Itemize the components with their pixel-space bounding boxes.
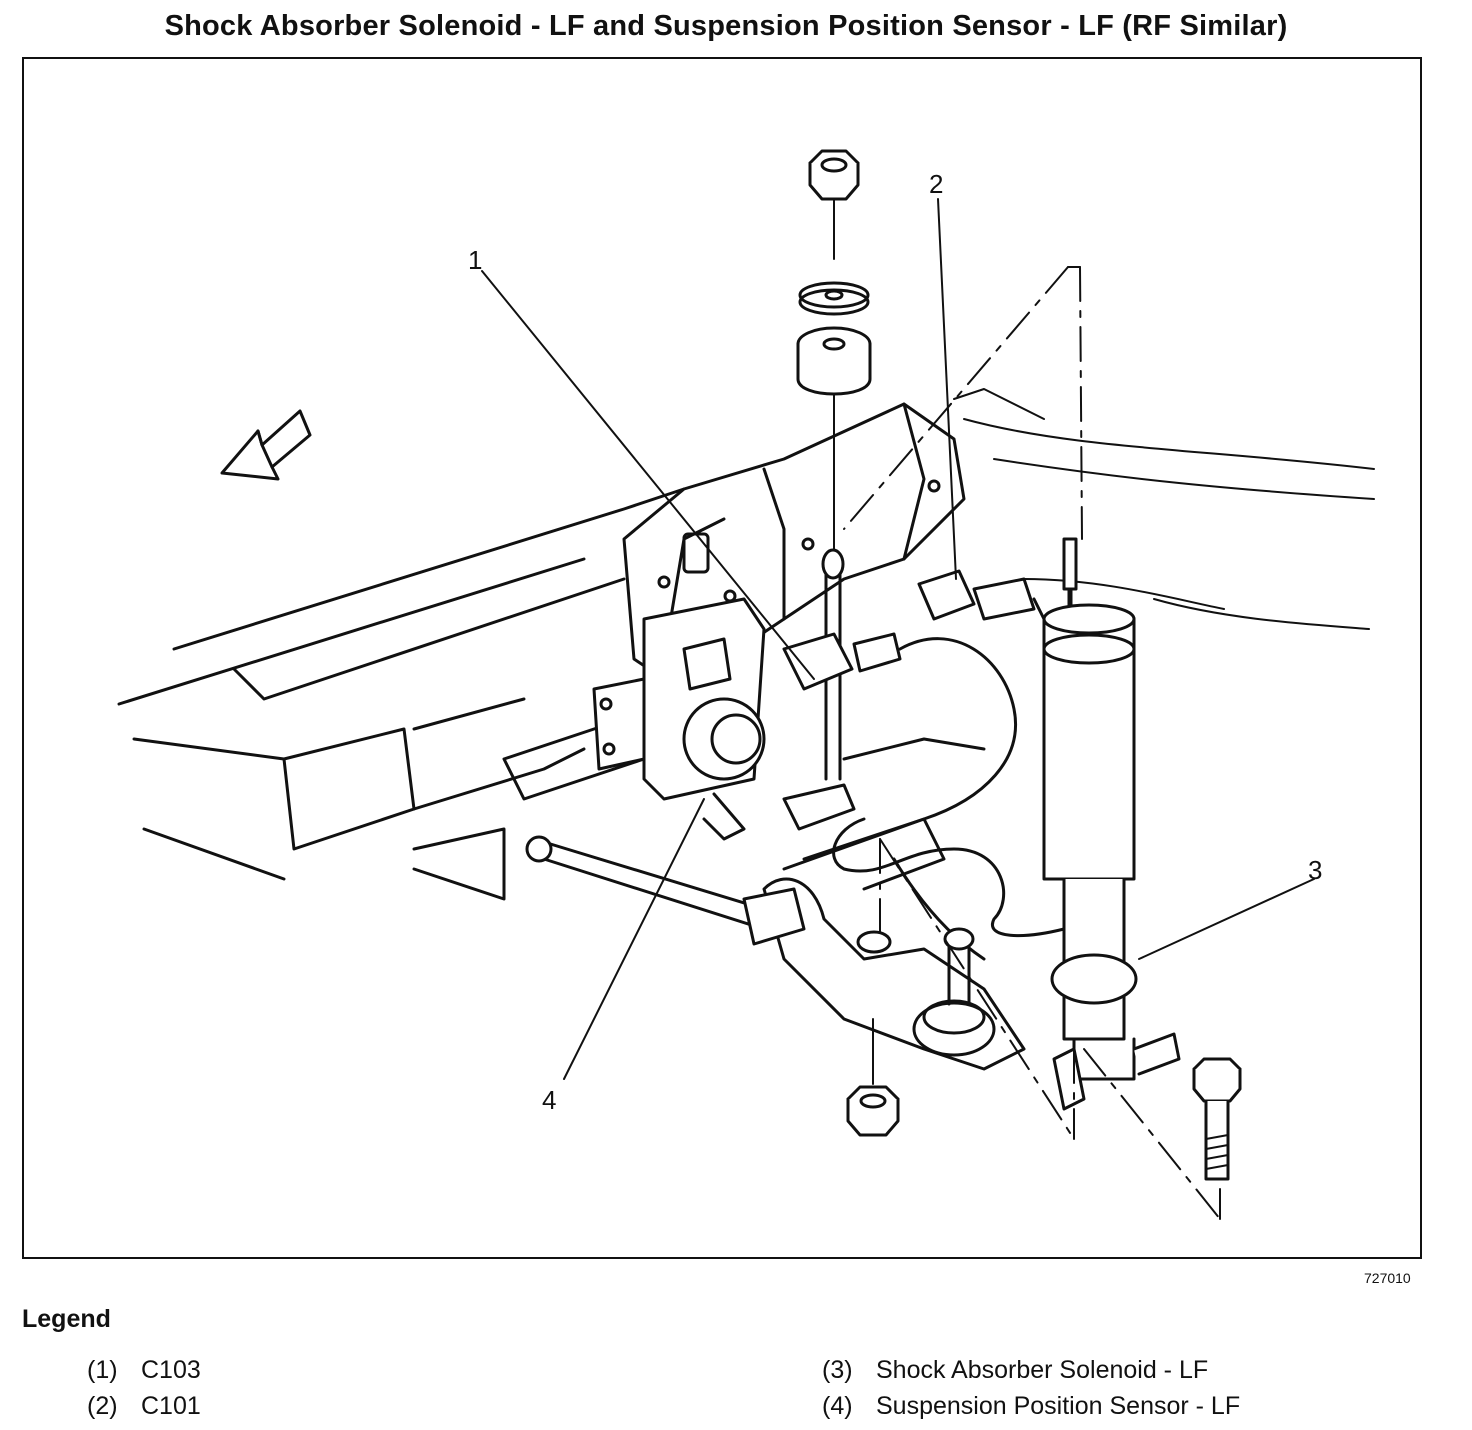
c103-connector [782,632,1017,871]
legend-label: C103 [141,1356,201,1384]
legend-number: (1) [87,1356,118,1384]
forward-arrow-icon [220,409,312,481]
position-sensor [642,597,766,841]
stabilizer-bar [525,835,806,946]
callout-3: 3 [1308,855,1322,885]
legend-label: Shock Absorber Solenoid - LF [876,1356,1209,1384]
callout-1: 1 [468,245,482,275]
legend-number: (3) [822,1356,853,1384]
figure-id: 727010 [1364,1270,1411,1286]
callout-2: 2 [929,169,943,199]
washer-icon [798,281,870,316]
suspension-illustration: 1 2 3 4 [117,149,1375,1220]
bushing-icon [796,326,872,396]
diagram-title: Shock Absorber Solenoid - LF and Suspens… [164,10,1288,42]
legend-label: Suspension Position Sensor - LF [876,1392,1241,1420]
legend-number: (4) [822,1392,853,1420]
legend-item-4: (4) Suspension Position Sensor - LF [822,1392,1240,1421]
callout-4: 4 [542,1085,556,1115]
alignment-lines [843,266,1221,1220]
hex-nut-icon [846,1085,900,1137]
legend-item-2: (2) C101 [87,1392,201,1421]
shock-absorber [1042,537,1181,1111]
background-lines [963,418,1375,630]
legend-item-1: (1) C103 [87,1356,201,1385]
c101-connector [917,569,1046,621]
link-rod [782,198,856,831]
hex-nut-icon [808,149,860,201]
legend-number: (2) [87,1392,118,1420]
diagram-frame: 1 2 3 4 [22,57,1422,1259]
legend-item-3: (3) Shock Absorber Solenoid - LF [822,1356,1208,1385]
callout-leaders [481,198,1315,1080]
legend-label: C101 [141,1392,201,1420]
legend-heading: Legend [22,1305,111,1333]
bolt-icon [1192,1057,1242,1181]
